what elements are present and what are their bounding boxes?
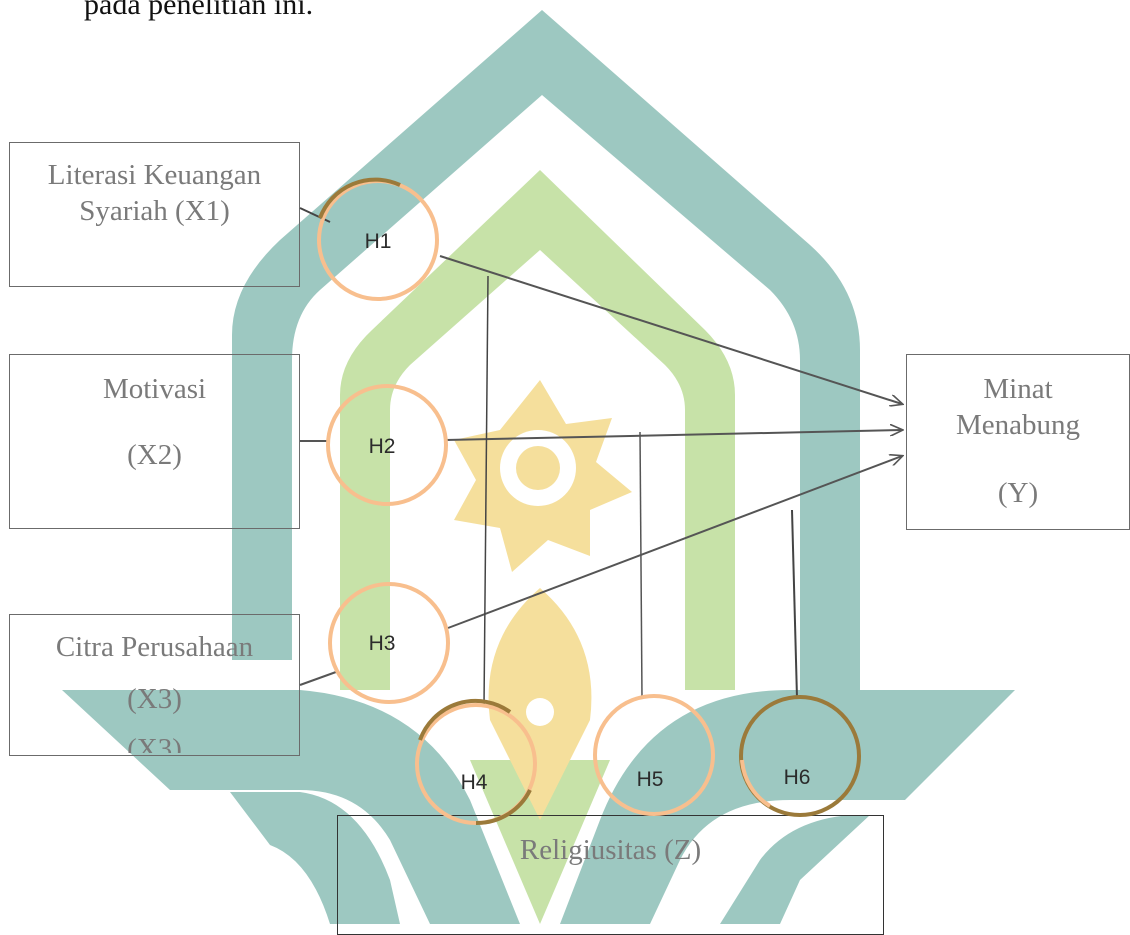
hypothesis-label-h6: H6 [784,766,811,789]
box-y: Minat Menabung (Y) [906,354,1130,530]
arrow-h2-y [445,430,902,441]
y-label-line1: Minat [983,373,1053,405]
hypothesis-label-h3: H3 [369,632,396,655]
hypothesis-label-h4: H4 [461,771,488,794]
arrow-h1-y [439,255,902,404]
x2-label-line2: (X2) [127,439,182,471]
x3-label-ghost: (X3) [127,733,182,753]
green-spike [470,760,610,924]
hypothesis-label-h1: H1 [365,230,392,253]
hypothesis-label-h5: H5 [637,768,664,791]
z-label: Religiusitas (Z) [519,834,702,866]
hypothesis-h3: H3 [328,582,450,704]
hypothesis-h6: H6 [739,695,861,817]
line-x3-h3 [299,671,337,686]
box-x3: Citra Perusahaan (X3) (X3) [9,614,300,756]
box-x1: Literasi Keuangan Syariah (X1) [9,142,300,287]
green-arch [340,170,735,690]
line-h5-moderation [639,431,643,699]
line-h4-moderation [483,275,489,707]
hypothesis-h1: H1 [317,177,439,301]
hypothesis-h4: H4 [415,698,537,826]
caption-fragment: pada penelitian ini. [84,0,314,21]
teal-swoosh-left [62,690,520,924]
x3-label-line2: (X3) [127,683,182,715]
teal-swoosh-right [560,690,1015,924]
line-h6-moderation [791,509,798,699]
x1-label-line1: Literasi Keuangan [47,159,262,191]
hypothesis-h5: H5 [593,694,715,816]
line-x1-h1 [299,207,331,223]
teal-swoosh-right-2 [720,815,870,924]
teal-swoosh-mid [230,792,400,924]
y-label-line3: (Y) [997,477,1039,509]
hypothesis-label-h2: H2 [369,435,396,458]
y-label-line2: Menabung [955,409,1081,441]
hypothesis-h2: H2 [326,384,448,506]
arrow-h3-y [447,456,902,629]
x3-label-line1: Citra Perusahaan [55,631,254,663]
x1-label-line2: Syariah (X1) [79,195,230,227]
box-x2: Motivasi (X2) [9,354,300,529]
x2-label-line1: Motivasi [102,373,207,405]
